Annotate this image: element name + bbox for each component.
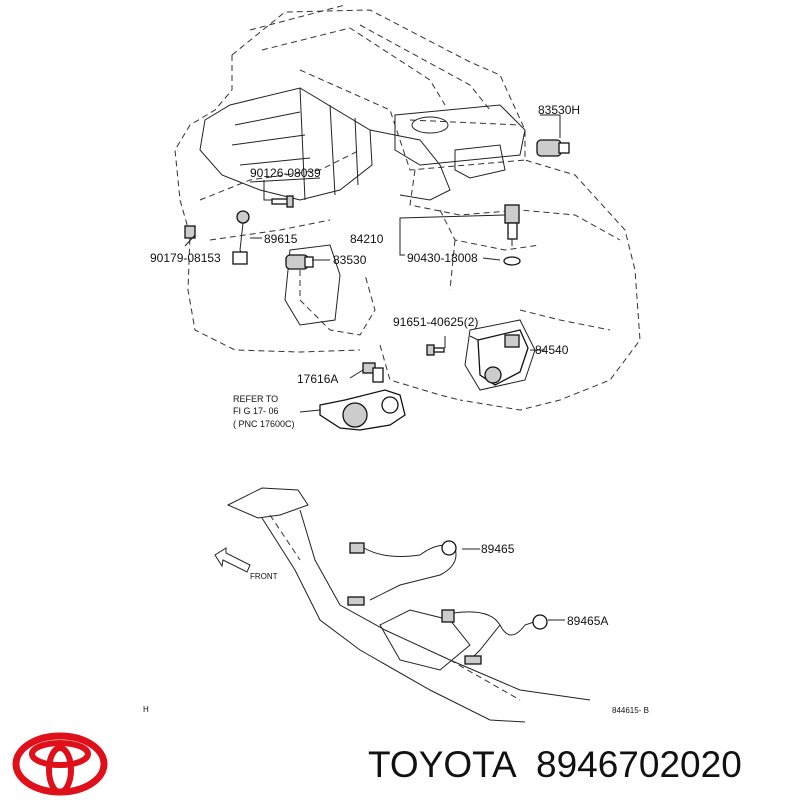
label-89465: 89465	[481, 542, 515, 556]
bolt-91651-40625[interactable]	[426, 344, 445, 356]
bolt-90126-08039[interactable]	[271, 195, 294, 208]
assembly-17600c[interactable]	[319, 389, 406, 431]
switch-83530h[interactable]	[536, 139, 570, 157]
label-83530: 83530	[333, 253, 367, 267]
nut-90179-08153[interactable]	[184, 225, 196, 239]
front-arrow-icon	[214, 547, 251, 573]
switch-83530[interactable]	[285, 254, 314, 270]
label-84540: 84540	[535, 343, 569, 357]
label-front: FRONT	[250, 572, 278, 581]
label-90126-08039: 90126-08039	[250, 166, 321, 180]
sensor-84210[interactable]	[504, 204, 520, 246]
exhaust-pipe	[226, 487, 591, 723]
label-84210: 84210	[350, 232, 384, 246]
clamp-17616a[interactable]	[362, 362, 384, 383]
label-90430-18008: 90430-18008	[407, 251, 478, 265]
leader-lines	[184, 114, 565, 621]
label-91651-40625: 91651-40625(2)	[393, 315, 478, 329]
label-refer-fig: FI G 17- 06	[233, 406, 279, 416]
label-90179-08153: 90179-08153	[150, 251, 221, 265]
toyota-logo-icon	[12, 732, 108, 796]
label-refer-to: REFER TO	[233, 394, 278, 404]
oil-filler-cap	[411, 116, 449, 134]
diagram-code: 844615- B	[612, 706, 649, 715]
lower-engine-block	[284, 244, 536, 391]
sensor-84540[interactable]	[477, 329, 529, 386]
label-89615: 89615	[264, 232, 298, 246]
corner-mark: H	[143, 705, 149, 714]
oxygen-sensor-89465a[interactable]	[441, 609, 548, 665]
sensor-bracket	[454, 144, 506, 179]
engine-outline	[174, 4, 641, 411]
oxygen-sensor-89465[interactable]	[347, 540, 457, 606]
label-89465a: 89465A	[567, 614, 608, 628]
brand-name: TOYOTA	[368, 744, 517, 785]
label-83530h: 83530H	[538, 103, 580, 117]
label-refer-pnc: ( PNC 17600C)	[233, 419, 295, 429]
label-17616a: 17616A	[297, 372, 338, 386]
valve-cover	[394, 104, 526, 179]
part-number: 8946702020	[536, 744, 742, 785]
catalytic-converter	[379, 609, 471, 671]
knock-sensor-89615[interactable]	[232, 210, 250, 265]
intake-manifold	[199, 87, 451, 201]
gasket-90430-18008[interactable]	[503, 256, 521, 266]
